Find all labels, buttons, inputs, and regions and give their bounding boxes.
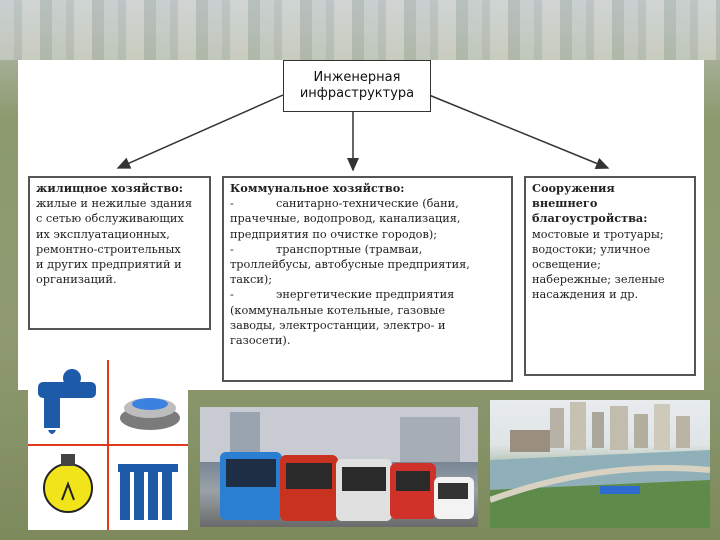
transport-vehicles-photo: [200, 407, 478, 521]
city-embankment-photo: [490, 402, 710, 528]
housing-line: их эксплуатационных,: [36, 227, 170, 241]
housing-line: жилые и нежилые здания: [36, 197, 193, 211]
external-line: водостоки; уличное: [532, 242, 651, 256]
gas-burner-icon: [120, 398, 180, 430]
communal-line: такси);: [230, 273, 273, 287]
water-tap-icon: [38, 369, 96, 434]
light-bulb-icon: [43, 454, 93, 513]
external-box: Сооружения внешнего благоустройства: мос…: [524, 176, 696, 376]
background-skyline: [0, 0, 720, 60]
housing-line: и других предприятий и: [36, 258, 182, 272]
communal-line: (коммунальные котельные, газовые: [230, 303, 446, 317]
external-line: набережные; зеленые: [532, 273, 665, 287]
communal-line: прачечные, водопровод, канализация,: [230, 212, 461, 226]
housing-box: жилищное хозяйство: жилые и нежилые здан…: [28, 176, 211, 330]
communal-item-text: санитарно-технические (бани,: [276, 197, 459, 211]
housing-line: ремонтно-строительных: [36, 242, 181, 256]
embankment-road: [490, 465, 710, 503]
communal-line: газосети).: [230, 334, 291, 348]
dash-marker: -: [230, 288, 234, 302]
radiator-icon: [118, 464, 178, 520]
housing-line: с сетью обслуживающих: [36, 212, 184, 226]
external-line: насаждения и др.: [532, 288, 639, 302]
diagram-title-box: Инженерная инфраструктура: [283, 60, 431, 112]
communal-item: - транспортные (трамваи,: [230, 242, 505, 257]
dash-marker: -: [230, 242, 234, 256]
utilities-image: [28, 360, 188, 530]
title-line-1: Инженерная: [313, 70, 401, 85]
communal-item: - энергетические предприятия: [230, 287, 505, 302]
external-heading-line: внешнего: [532, 196, 598, 211]
communal-item-text: транспортные (трамваи,: [276, 242, 423, 256]
title-line-2: инфраструктура: [299, 86, 415, 101]
communal-heading: Коммунальное хозяйство:: [230, 181, 405, 195]
housing-heading: жилищное хозяйство:: [36, 181, 183, 195]
external-line: освещение;: [532, 258, 601, 272]
utilities-icons: [28, 360, 188, 530]
housing-line: организаций.: [36, 273, 117, 287]
city-image: [490, 400, 710, 528]
communal-line: предприятия по очистке городов);: [230, 227, 438, 241]
external-heading-line: Сооружения: [532, 181, 615, 195]
communal-box: Коммунальное хозяйство: - санитарно-техн…: [222, 176, 513, 382]
communal-item: - санитарно-технические (бани,: [230, 196, 505, 211]
transport-image: [200, 407, 478, 527]
external-heading-line: благоустройства:: [532, 211, 648, 226]
dash-marker: -: [230, 197, 234, 211]
communal-line: заводы, электростанции, электро- и: [230, 318, 446, 332]
external-line: мостовые и тротуары;: [532, 227, 664, 241]
communal-line: троллейбусы, автобусные предприятия,: [230, 258, 470, 272]
communal-item-text: энергетические предприятия: [276, 288, 455, 302]
